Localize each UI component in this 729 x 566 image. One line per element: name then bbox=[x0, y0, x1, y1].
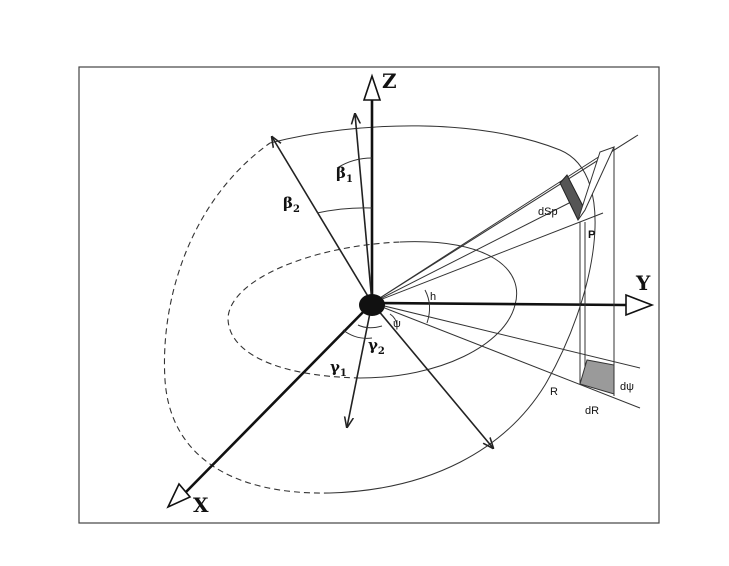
diagram-frame bbox=[78, 66, 660, 524]
ground-area-element bbox=[579, 359, 615, 395]
outer-ellipse-back bbox=[269, 125, 596, 494]
y-axis-arrowhead bbox=[625, 293, 655, 317]
dsp-label: dSp bbox=[538, 206, 558, 218]
gamma2-arc bbox=[357, 324, 383, 329]
origin-body bbox=[359, 294, 385, 316]
ground-ray-2 bbox=[371, 302, 641, 409]
ray-3 bbox=[371, 199, 576, 304]
p-label: P bbox=[588, 229, 595, 241]
psi-label: ψ bbox=[393, 318, 401, 330]
dr-label: dR bbox=[585, 405, 599, 417]
dsp-upper-parallelogram bbox=[577, 146, 615, 221]
x-axis bbox=[183, 302, 373, 495]
h-arc bbox=[424, 289, 431, 324]
ray-2 bbox=[371, 146, 615, 304]
gamma-axis bbox=[347, 302, 373, 427]
beta2-axis bbox=[272, 137, 373, 304]
beta1-axis bbox=[355, 114, 373, 304]
outer-ellipse-front bbox=[163, 142, 331, 494]
z-axis-label: Z bbox=[382, 69, 397, 93]
beta2-arc bbox=[316, 207, 373, 214]
h-label: h bbox=[430, 291, 436, 303]
beta2-axis-lower bbox=[371, 302, 493, 448]
dpsi-label: dψ bbox=[620, 381, 634, 393]
r-label: R bbox=[550, 386, 558, 398]
y-axis bbox=[371, 301, 627, 307]
ray-4 bbox=[371, 212, 604, 304]
beta1-arc bbox=[336, 157, 373, 169]
x-axis-label: X bbox=[193, 493, 209, 517]
gamma2-label: γ2 bbox=[368, 336, 385, 357]
beta2-label: β2 bbox=[283, 194, 300, 215]
y-axis-label: Y bbox=[635, 271, 651, 295]
x-axis-arrowhead bbox=[166, 482, 192, 509]
z-axis-arrowhead bbox=[362, 73, 382, 101]
gamma1-label: γ1 bbox=[330, 358, 347, 379]
gamma1-arc bbox=[342, 329, 373, 339]
beta1-label: β1 bbox=[336, 164, 353, 185]
psi-arc bbox=[389, 313, 398, 326]
ground-ray-1 bbox=[371, 302, 641, 369]
inner-ellipse-left bbox=[227, 241, 401, 379]
